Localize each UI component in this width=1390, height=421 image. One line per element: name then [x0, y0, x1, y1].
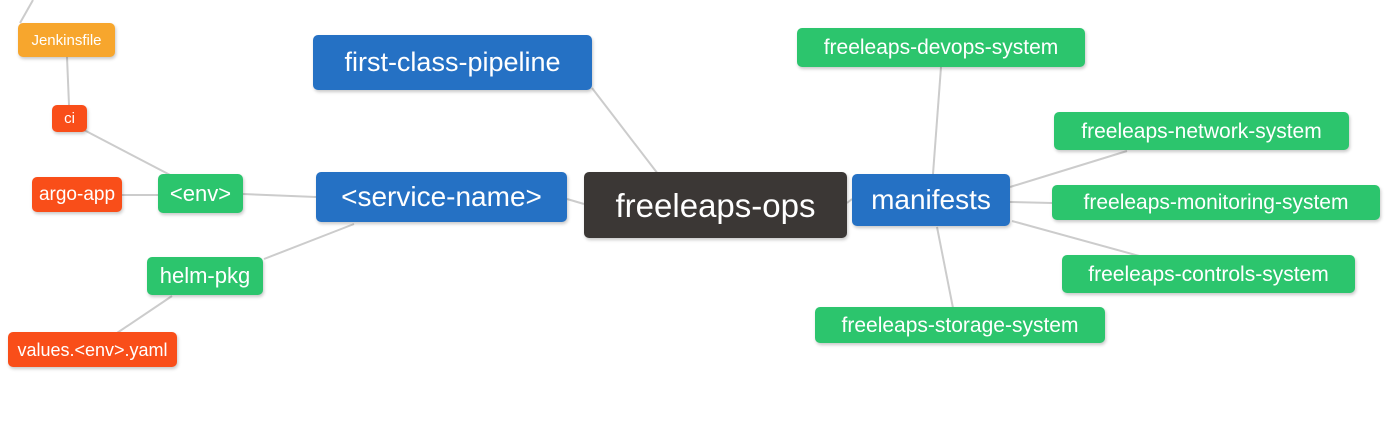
edge-manifests--devops-system — [932, 66, 942, 175]
node-argo-app[interactable]: argo-app — [32, 177, 122, 212]
node-network-system[interactable]: freeleaps-network-system — [1054, 112, 1349, 150]
node-helm-pkg[interactable]: helm-pkg — [147, 257, 263, 295]
edge-values-env-yaml--helm-pkg — [116, 295, 173, 334]
edge-manifests--controls-system — [1011, 220, 1144, 258]
edge-manifests--network-system — [1009, 150, 1128, 188]
edge-manifests--storage-system — [936, 226, 954, 309]
edge-first-class-pipeline--freeleaps-ops — [591, 87, 659, 175]
node-jenkinsfile[interactable]: Jenkinsfile — [18, 23, 115, 57]
node-controls-system[interactable]: freeleaps-controls-system — [1062, 255, 1355, 293]
edge-env--service-name — [242, 193, 317, 198]
node-env[interactable]: <env> — [158, 174, 243, 213]
edge-service-name--freeleaps-ops — [566, 198, 585, 205]
edge-jenkinsfile--ci — [66, 56, 70, 106]
edge-jenkinsfile--offscreen-parent — [19, 0, 34, 24]
edge-helm-pkg--service-name — [263, 223, 355, 260]
node-first-class-pipeline[interactable]: first-class-pipeline — [313, 35, 592, 90]
node-manifests[interactable]: manifests — [852, 174, 1010, 226]
node-service-name[interactable]: <service-name> — [316, 172, 567, 222]
node-values-env-yaml[interactable]: values.<env>.yaml — [8, 332, 177, 367]
edge-ci--env — [83, 129, 175, 178]
node-storage-system[interactable]: freeleaps-storage-system — [815, 307, 1105, 343]
node-freeleaps-ops[interactable]: freeleaps-ops — [584, 172, 847, 238]
node-monitoring-system[interactable]: freeleaps-monitoring-system — [1052, 185, 1380, 220]
node-ci[interactable]: ci — [52, 105, 87, 132]
edge-manifests--monitoring-system — [1009, 201, 1053, 204]
node-devops-system[interactable]: freeleaps-devops-system — [797, 28, 1085, 67]
